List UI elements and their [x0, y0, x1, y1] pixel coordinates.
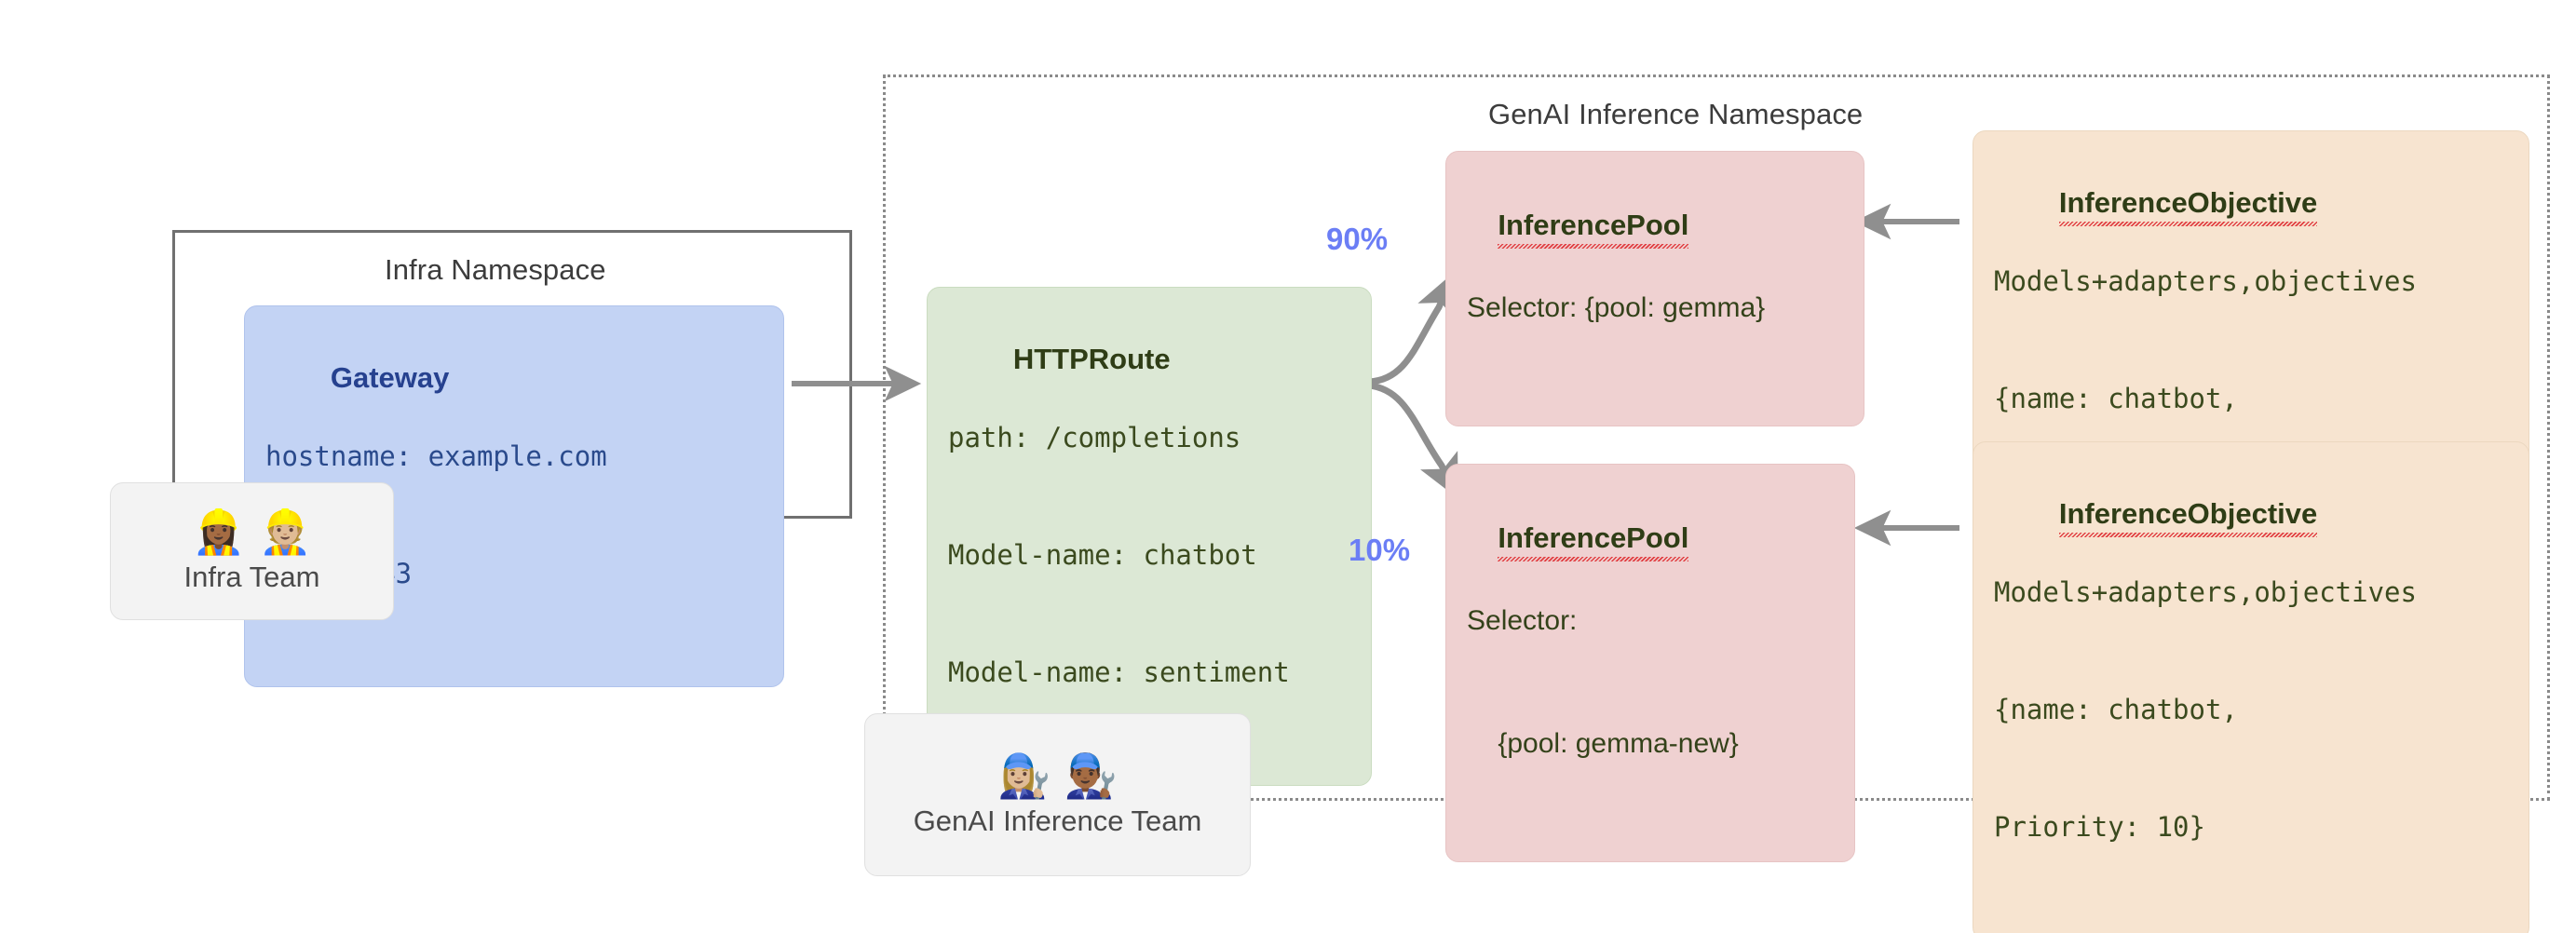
infra-namespace-title: Infra Namespace [385, 253, 606, 286]
weight-label-90: 90% [1326, 222, 1389, 256]
genai-inference-team-people-icons: 👩🏼‍🔧👨🏾‍🔧 [997, 750, 1131, 801]
infra-team-people-icons: 👷🏾‍♀️👷🏼 [192, 507, 325, 557]
inferencepool-card-gemma-new[interactable]: InferencePool Selector: {pool: gemma-new… [1445, 464, 1855, 862]
gateway-card-title: Gateway [330, 361, 450, 394]
httproute-card[interactable]: HTTPRoute path: /completions Model-name:… [927, 287, 1372, 786]
inferenceobjective-top-name-line: {name: chatbot, [1994, 383, 2238, 414]
inferencepool-gemma-new-selector-line: Selector: [1467, 605, 1578, 636]
gateway-hostname-line: hostname: example.com [265, 440, 607, 472]
inferenceobjective-bottom-priority-line: Priority: 10} [1994, 811, 2205, 843]
inferenceobjective-bottom-models-line: Models+adapters,objectives [1994, 576, 2417, 608]
inferencepool-gemma-selector-line: Selector: {pool: gemma} [1467, 292, 1766, 323]
httproute-model-chatbot-line: Model-name: chatbot [948, 539, 1257, 571]
genai-inference-team-chip[interactable]: 👩🏼‍🔧👨🏾‍🔧 GenAI Inference Team [864, 713, 1251, 876]
weight-label-10: 10% [1349, 533, 1411, 567]
httproute-card-title: HTTPRoute [1012, 343, 1171, 375]
infra-team-label: Infra Team [183, 561, 320, 593]
httproute-model-sentiment-line: Model-name: sentiment [948, 656, 1290, 688]
inferencepool-card-gemma[interactable]: InferencePool Selector: {pool: gemma} [1445, 151, 1864, 426]
genai-inference-team-label: GenAI Inference Team [913, 804, 1202, 837]
inferenceobjective-card-bottom[interactable]: InferenceObjective Models+adapters,objec… [1973, 441, 2529, 933]
inferencepool-gemma-new-selector-value-line: {pool: gemma-new} [1467, 728, 1739, 759]
genai-inference-namespace-title: GenAI Inference Namespace [1488, 98, 1864, 130]
inferenceobjective-bottom-title: InferenceObjective [2058, 495, 2318, 537]
httproute-path-line: path: /completions [948, 422, 1241, 453]
inferenceobjective-top-title: InferenceObjective [2058, 184, 2318, 226]
inferenceobjective-bottom-name-line: {name: chatbot, [1994, 694, 2238, 725]
infra-team-chip[interactable]: 👷🏾‍♀️👷🏼 Infra Team [110, 482, 394, 620]
inferenceobjective-top-models-line: Models+adapters,objectives [1994, 265, 2417, 297]
inferencepool-gemma-new-title: InferencePool [1498, 520, 1689, 561]
inferencepool-gemma-title: InferencePool [1498, 207, 1689, 249]
